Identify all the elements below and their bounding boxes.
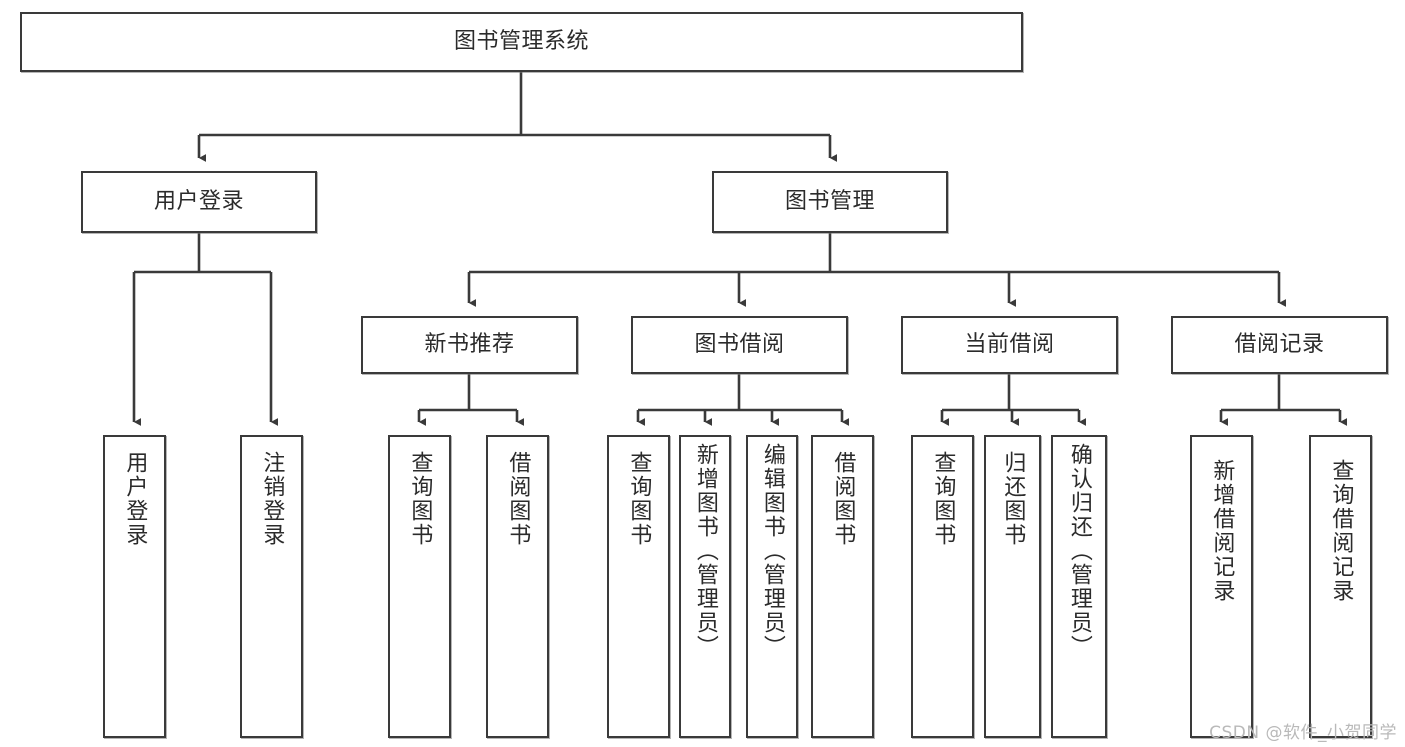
node-leaf-user-login[interactable]: 用户登录 <box>103 435 166 738</box>
node-leaf-query-book-1-label: 查询图书 <box>407 451 433 547</box>
node-leaf-query-book-3-label: 查询图书 <box>930 451 956 547</box>
node-current-borrow-label: 当前借阅 <box>964 331 1055 357</box>
node-leaf-add-book-label: 新增图书（管理员） <box>692 443 718 659</box>
node-leaf-query-book-2[interactable]: 查询图书 <box>607 435 670 738</box>
csdn-watermark: CSDN @软件_小贺同学 <box>1209 723 1397 743</box>
node-borrow-record-label: 借阅记录 <box>1234 331 1325 357</box>
node-book-manage[interactable]: 图书管理 <box>712 171 948 233</box>
node-book-borrow-label: 图书借阅 <box>694 331 785 357</box>
node-leaf-query-book-3[interactable]: 查询图书 <box>911 435 974 738</box>
node-leaf-edit-book-label: 编辑图书（管理员） <box>759 443 785 659</box>
node-user-login-label: 用户登录 <box>153 188 244 214</box>
node-leaf-edit-book[interactable]: 编辑图书（管理员） <box>746 435 798 738</box>
node-book-borrow[interactable]: 图书借阅 <box>631 316 848 374</box>
node-leaf-user-login-label: 用户登录 <box>122 451 148 547</box>
node-leaf-borrow-book-1[interactable]: 借阅图书 <box>486 435 549 738</box>
node-leaf-query-book-2-label: 查询图书 <box>626 451 652 547</box>
node-leaf-query-book-1[interactable]: 查询图书 <box>388 435 451 738</box>
node-leaf-borrow-book-1-label: 借阅图书 <box>505 451 531 547</box>
node-current-borrow[interactable]: 当前借阅 <box>901 316 1118 374</box>
node-leaf-query-record-label: 查询借阅记录 <box>1328 459 1354 603</box>
node-user-login[interactable]: 用户登录 <box>81 171 317 233</box>
node-leaf-confirm-return-label: 确认归还（管理员） <box>1066 443 1092 659</box>
node-borrow-record[interactable]: 借阅记录 <box>1171 316 1388 374</box>
node-leaf-borrow-book-2-label: 借阅图书 <box>830 451 856 547</box>
node-new-book-rec-label: 新书推荐 <box>424 331 515 357</box>
node-leaf-add-book[interactable]: 新增图书（管理员） <box>679 435 731 738</box>
node-leaf-add-record[interactable]: 新增借阅记录 <box>1190 435 1253 738</box>
node-leaf-confirm-return[interactable]: 确认归还（管理员） <box>1051 435 1107 738</box>
node-leaf-logout[interactable]: 注销登录 <box>240 435 303 738</box>
node-leaf-logout-label: 注销登录 <box>259 451 285 547</box>
node-leaf-add-record-label: 新增借阅记录 <box>1209 459 1235 603</box>
node-leaf-return-book[interactable]: 归还图书 <box>984 435 1041 738</box>
node-book-manage-label: 图书管理 <box>784 188 875 214</box>
node-leaf-return-book-label: 归还图书 <box>1000 451 1026 547</box>
node-root-label: 图书管理系统 <box>453 28 589 54</box>
node-root[interactable]: 图书管理系统 <box>20 12 1023 72</box>
node-leaf-query-record[interactable]: 查询借阅记录 <box>1309 435 1372 738</box>
node-leaf-borrow-book-2[interactable]: 借阅图书 <box>811 435 874 738</box>
node-new-book-rec[interactable]: 新书推荐 <box>361 316 578 374</box>
